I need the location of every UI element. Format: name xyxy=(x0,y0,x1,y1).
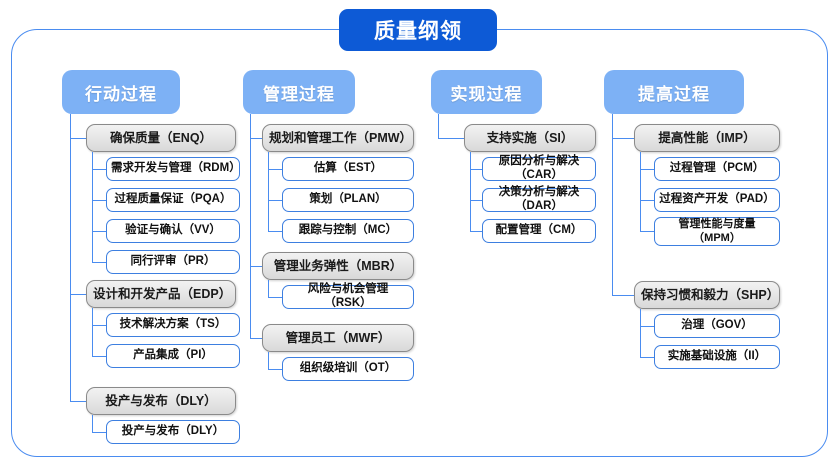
connector-stub-enq xyxy=(70,138,86,140)
leaf-box-ts[interactable]: 技术解决方案（TS） xyxy=(106,313,240,337)
connector-trunk-col3 xyxy=(438,114,440,138)
connector-stub-mwf xyxy=(250,338,262,340)
connector-stub-dly xyxy=(70,401,86,403)
group-box-enq[interactable]: 确保质量（ENQ） xyxy=(86,124,236,152)
connector-leaf-est xyxy=(268,169,282,171)
connector-leaf-rsk xyxy=(268,297,282,299)
leaf-box-vv[interactable]: 验证与确认（VV） xyxy=(106,219,240,243)
connector-sub-dly xyxy=(92,415,94,433)
leaf-box-dly[interactable]: 投产与发布（DLY） xyxy=(106,420,240,444)
connector-leaf-dar xyxy=(470,200,482,202)
leaf-box-plan[interactable]: 策划（PLAN） xyxy=(282,188,414,212)
group-box-pmw[interactable]: 规划和管理工作（PMW） xyxy=(262,124,414,152)
connector-leaf-car xyxy=(470,169,482,171)
leaf-box-pi[interactable]: 产品集成（PI） xyxy=(106,344,240,368)
group-box-shp[interactable]: 保持习惯和毅力（SHP） xyxy=(634,281,780,309)
connector-stub-imp xyxy=(612,138,634,140)
leaf-box-mc[interactable]: 跟踪与控制（MC） xyxy=(282,219,414,243)
diagram-root-title: 质量纲领 xyxy=(339,9,497,51)
connector-leaf-pad xyxy=(640,200,654,202)
leaf-box-pqa[interactable]: 过程质量保证（PQA） xyxy=(106,188,240,212)
connector-leaf-plan xyxy=(268,200,282,202)
leaf-box-dar[interactable]: 决策分析与解决（DAR） xyxy=(482,186,596,212)
connector-leaf-ot xyxy=(268,369,282,371)
group-box-mwf[interactable]: 管理员工（MWF） xyxy=(262,324,414,352)
connector-sub-mbr xyxy=(268,280,270,298)
connector-sub-si xyxy=(470,152,472,232)
group-box-imp[interactable]: 提高性能（IMP） xyxy=(634,124,780,152)
connector-sub-shp xyxy=(640,309,642,358)
connector-stub-edp xyxy=(70,294,86,296)
connector-leaf-pr xyxy=(92,262,106,264)
group-box-mbr[interactable]: 管理业务弹性（MBR） xyxy=(262,252,414,280)
connector-leaf-mc xyxy=(268,231,282,233)
connector-leaf-pqa xyxy=(92,200,106,202)
leaf-box-pad[interactable]: 过程资产开发（PAD） xyxy=(654,188,780,212)
connector-leaf-cm xyxy=(470,231,482,233)
connector-sub-mwf xyxy=(268,352,270,370)
connector-leaf-pi xyxy=(92,356,106,358)
leaf-box-est[interactable]: 估算（EST） xyxy=(282,157,414,181)
connector-stub-si xyxy=(438,138,464,140)
connector-leaf-gov xyxy=(640,326,654,328)
connector-leaf-rdm xyxy=(92,169,106,171)
leaf-box-pr[interactable]: 同行评审（PR） xyxy=(106,250,240,274)
leaf-box-gov[interactable]: 治理（GOV） xyxy=(654,314,780,338)
connector-trunk-col4 xyxy=(612,114,614,296)
leaf-box-mpm[interactable]: 管理性能与度量（MPM） xyxy=(654,217,780,246)
column-header-realization-process[interactable]: 实现过程 xyxy=(431,70,542,114)
connector-sub-enq xyxy=(92,152,94,263)
leaf-box-ot[interactable]: 组织级培训（OT） xyxy=(282,357,414,381)
leaf-box-rsk[interactable]: 风险与机会管理（RSK） xyxy=(282,283,414,309)
connector-stub-mbr xyxy=(250,266,262,268)
connector-leaf-mpm xyxy=(640,231,654,233)
connector-leaf-dly xyxy=(92,432,106,434)
group-box-si[interactable]: 支持实施（SI） xyxy=(464,124,596,152)
connector-stub-shp xyxy=(612,295,634,297)
connector-sub-pmw xyxy=(268,152,270,232)
leaf-box-rdm[interactable]: 需求开发与管理（RDM） xyxy=(106,157,241,181)
connector-trunk-col2 xyxy=(250,114,252,339)
connector-leaf-vv xyxy=(92,231,106,233)
connector-leaf-ts xyxy=(92,325,106,327)
connector-sub-imp xyxy=(640,152,642,232)
column-header-management-process[interactable]: 管理过程 xyxy=(243,70,355,114)
leaf-box-car[interactable]: 原因分析与解决（CAR） xyxy=(482,155,596,181)
connector-stub-pmw xyxy=(250,138,262,140)
connector-trunk-col1 xyxy=(70,114,72,401)
leaf-box-ii[interactable]: 实施基础设施（II） xyxy=(654,345,780,369)
connector-sub-edp xyxy=(92,308,94,357)
group-box-edp[interactable]: 设计和开发产品（EDP） xyxy=(86,280,236,308)
column-header-improvement-process[interactable]: 提高过程 xyxy=(604,70,744,114)
connector-leaf-ii xyxy=(640,357,654,359)
connector-leaf-pcm xyxy=(640,169,654,171)
group-box-dly[interactable]: 投产与发布（DLY） xyxy=(86,387,236,415)
column-header-action-process[interactable]: 行动过程 xyxy=(62,70,180,114)
leaf-box-cm[interactable]: 配置管理（CM） xyxy=(482,219,596,243)
leaf-box-pcm[interactable]: 过程管理（PCM） xyxy=(654,157,780,181)
